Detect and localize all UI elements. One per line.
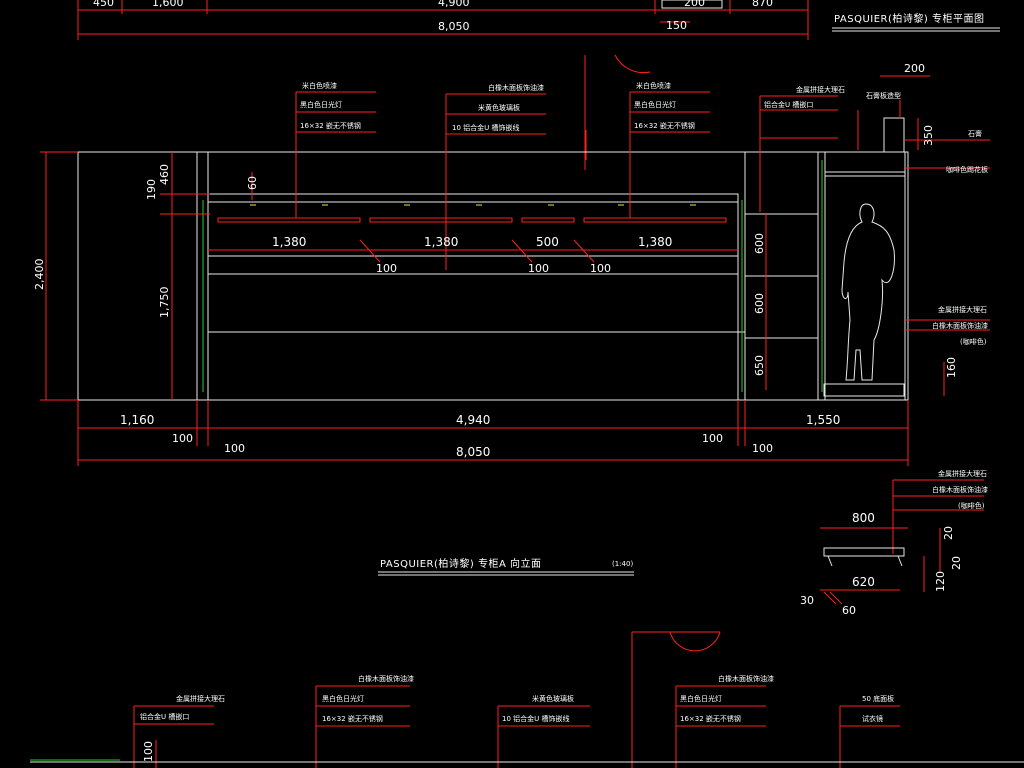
dim-total-top: 8,050: [438, 20, 470, 33]
elevation-leaders: [295, 91, 990, 331]
light-slot-3: [521, 217, 575, 223]
detail-top-right: 200 350: [880, 62, 935, 150]
note-b2c: 16×32 嵌无不锈钢: [322, 714, 383, 723]
dim-800-detail: 800: [852, 511, 875, 525]
dim-4940: 4,940: [456, 413, 490, 427]
note-8c: (咖啡色): [960, 337, 987, 346]
top-dimension-strip: 450 1,600 4,900 200 870 150 8,050: [77, 0, 809, 40]
note-5: 石膏板造型: [866, 91, 901, 100]
dim-600-a: 600: [753, 233, 766, 254]
note-4a: 金属拼接大理石: [796, 85, 845, 94]
note-9a: 金属拼接大理石: [938, 469, 987, 478]
note-b2a: 白橡木面板饰油漆: [358, 674, 414, 683]
note-7: 咖啡色踢花板: [946, 165, 988, 174]
elevation-dims-fascia: 1,380 1,380 500 1,380 100 100 100: [208, 235, 738, 275]
note-3c: 16×32 嵌无不锈钢: [634, 121, 695, 130]
dim-20a-detail: 20: [942, 526, 955, 540]
dim-1750: 1,750: [158, 287, 171, 319]
light-slot-1: [217, 217, 361, 223]
elevation-dims-left: 2,400 190 460 60 1,750: [33, 151, 259, 401]
elevation-title: PASQUIER(柏诗黎) 专柜A 向立面 (1:40): [378, 557, 634, 576]
dim-500: 500: [536, 235, 559, 249]
dim-2400: 2,400: [33, 259, 46, 291]
note-b1a: 金属拼接大理石: [176, 694, 225, 703]
note-4b: 铝合金U 槽嵌口: [764, 100, 813, 109]
dim-1600: 1,600: [152, 0, 184, 9]
elevation-notes: 米白色喷漆 黑白色日光灯 16×32 嵌无不锈钢 白橡木面板饰油漆 米黄色玻璃板…: [300, 81, 988, 346]
note-b4c: 16×32 嵌无不锈钢: [680, 714, 741, 723]
note-6: 石膏: [968, 129, 982, 138]
dim-20b-detail: 20: [950, 556, 963, 570]
dim-1160: 1,160: [120, 413, 154, 427]
dim-1380-c: 1,380: [638, 235, 672, 249]
dim-100-fa: 100: [376, 262, 397, 275]
note-8a: 金属拼接大理石: [938, 305, 987, 314]
dim-60: 60: [246, 176, 259, 190]
elevation-b-partial: 金属拼接大理石 铝合金U 槽嵌口 白橡木面板饰油漆 黑白色日光灯 16×32 嵌…: [30, 631, 1024, 768]
dim-8050: 8,050: [456, 445, 490, 459]
section-detail: 金属拼接大理石 白橡木面板饰油漆 (咖啡色) 800 620 20 20 120…: [800, 469, 988, 617]
dim-460: 460: [158, 164, 171, 185]
note-b1b: 铝合金U 槽嵌口: [140, 712, 189, 721]
note-1c: 16×32 嵌无不锈钢: [300, 121, 361, 130]
note-b4a: 白橡木面板饰油漆: [718, 674, 774, 683]
note-1a: 米白色喷漆: [302, 81, 337, 90]
elevation-title-text: PASQUIER(柏诗黎) 专柜A 向立面: [380, 557, 542, 570]
dim-600-b: 600: [753, 293, 766, 314]
dim-100-bd: 100: [752, 442, 773, 455]
dim-190: 190: [145, 179, 158, 200]
dim-120-detail: 120: [934, 571, 947, 592]
door-arc-top: [614, 54, 651, 74]
note-b5a: 50 底面板: [862, 694, 894, 703]
note-2b: 米黄色玻璃板: [478, 103, 520, 112]
note-b4b: 黑白色日光灯: [680, 694, 722, 703]
note-2c: 10 铝合金U 槽饰嵌线: [452, 123, 519, 132]
note-2a: 白橡木面板饰油漆: [488, 83, 544, 92]
human-figure: [841, 203, 895, 381]
plan-title: PASQUIER(柏诗黎) 专柜平面图: [832, 12, 1000, 32]
plan-title-text: PASQUIER(柏诗黎) 专柜平面图: [834, 12, 984, 25]
dim-150-top: 150: [666, 19, 687, 32]
elevation-dims-bottom: 1,160 4,940 1,550 100 100 100 100 8,050: [77, 400, 909, 466]
note-b3b: 10 铝合金U 槽饰嵌线: [502, 714, 569, 723]
door-arc-bottom: [669, 631, 721, 652]
dim-30-detail: 30: [800, 594, 814, 607]
note-b5b: 试衣镜: [862, 714, 883, 723]
dim-160: 160: [945, 357, 958, 378]
dim-350-detail: 350: [922, 125, 935, 146]
note-b2b: 黑白色日光灯: [322, 694, 364, 703]
dim-100-fc: 100: [590, 262, 611, 275]
dim-60-detail: 60: [842, 604, 856, 617]
dim-200-top: 200: [684, 0, 705, 9]
dim-1550: 1,550: [806, 413, 840, 427]
note-b3a: 米黄色玻璃板: [532, 694, 574, 703]
dim-1380-a: 1,380: [272, 235, 306, 249]
note-3a: 米白色喷漆: [636, 81, 671, 90]
dim-100-ba: 100: [172, 432, 193, 445]
dim-100-bb: 100: [224, 442, 245, 455]
light-slot-2: [369, 217, 513, 223]
dim-200-detail: 200: [904, 62, 925, 75]
dim-100-b-left: 100: [142, 741, 155, 762]
dim-450: 450: [93, 0, 114, 9]
dim-870: 870: [752, 0, 773, 9]
dim-620-detail: 620: [852, 575, 875, 589]
dim-1380-b: 1,380: [424, 235, 458, 249]
note-8b: 白橡木面板饰油漆: [932, 321, 988, 330]
dim-100-fb: 100: [528, 262, 549, 275]
note-9c: (咖啡色): [958, 501, 985, 510]
elevation-dims-right: 600 600 650 160: [753, 214, 958, 396]
dim-4900: 4,900: [438, 0, 470, 9]
note-1b: 黑白色日光灯: [300, 100, 342, 109]
dim-100-bc: 100: [702, 432, 723, 445]
elevation-a: [77, 117, 909, 401]
light-slot-4: [583, 217, 727, 223]
elevation-scale: (1:40): [612, 560, 633, 568]
note-3b: 黑白色日光灯: [634, 100, 676, 109]
dim-650: 650: [753, 355, 766, 376]
note-9b: 白橡木面板饰油漆: [932, 485, 988, 494]
